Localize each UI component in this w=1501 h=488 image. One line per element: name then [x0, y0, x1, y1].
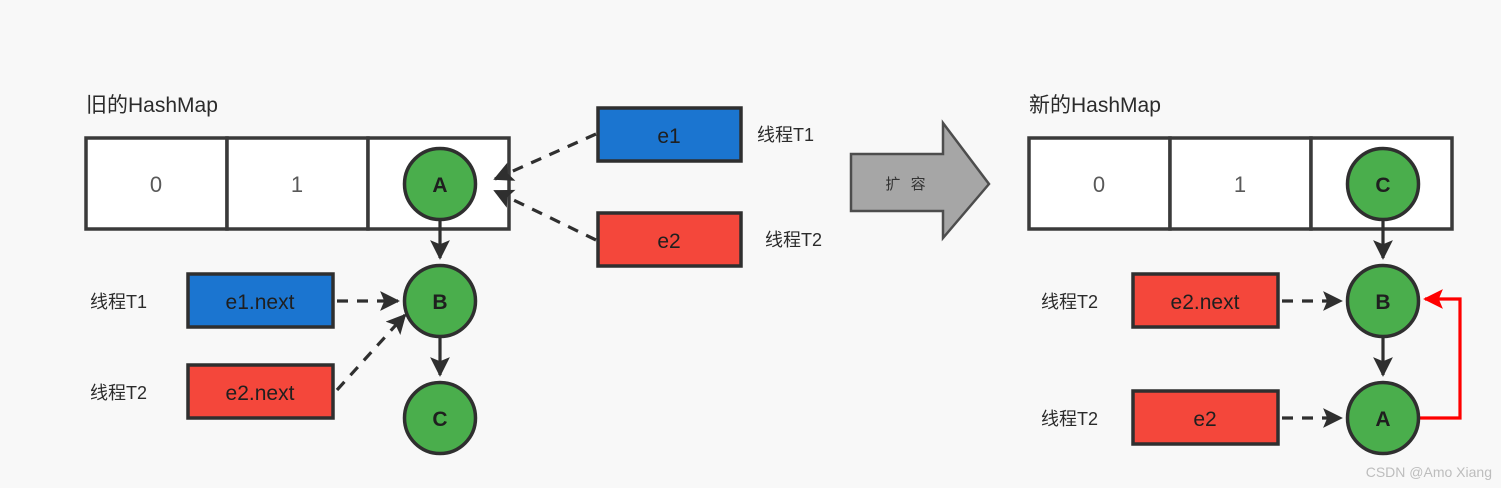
left-entry-box-e2[interactable]: e2: [596, 211, 743, 268]
right-next-box-e2-rect[interactable]: [1131, 389, 1280, 446]
left-next-box-e2-rect[interactable]: [186, 363, 335, 420]
right-table-cell-1-label: 1: [1234, 172, 1246, 197]
right-next-e2next-thread-label: 线程T2: [1041, 292, 1098, 312]
right-node-c-circle[interactable]: [1345, 146, 1421, 222]
left-entry-box-e2-rect[interactable]: [596, 211, 743, 268]
right-next-box-e2next[interactable]: e2.next: [1131, 272, 1280, 329]
right-node-a-label: A: [1375, 408, 1390, 431]
watermark: CSDN @Amo Xiang: [1366, 464, 1492, 480]
right-node-a-circle[interactable]: [1345, 380, 1421, 456]
left-entry-box-e1[interactable]: e1: [596, 106, 743, 163]
left-entry-box-e1-label: e1: [657, 125, 680, 148]
left-next-box-e1-label: e1.next: [226, 291, 295, 314]
right-next-box-e2[interactable]: e2: [1131, 389, 1280, 446]
left-next-box-e2[interactable]: e2.next: [186, 363, 335, 420]
resize-transition-label: 扩 容: [885, 176, 928, 193]
left-next-box-e1[interactable]: e1.next: [186, 272, 335, 329]
left-table-cell-0-label: 0: [150, 172, 162, 197]
left-next-box-e1-rect[interactable]: [186, 272, 335, 329]
left-node-b-circle[interactable]: [402, 263, 478, 339]
left-node-a-label: A: [432, 174, 447, 197]
right-arrow-icon: [849, 119, 991, 242]
right-next-box-e2next-label: e2.next: [1171, 291, 1240, 314]
left-dashed-e2next-to-b: [335, 313, 407, 392]
right-table-cell-1[interactable]: [1168, 136, 1313, 231]
left-node-b[interactable]: B: [402, 263, 478, 339]
right-node-a[interactable]: A: [1345, 380, 1421, 456]
left-next-e2-thread-label: 线程T2: [90, 383, 147, 403]
right-node-b-label: B: [1375, 291, 1390, 314]
left-next-box-e2-label: e2.next: [226, 382, 295, 405]
right-next-e2-thread-label: 线程T2: [1041, 409, 1098, 429]
right-next-box-e2-label: e2: [1193, 408, 1216, 431]
resize-transition-arrow: 扩 容: [849, 119, 991, 242]
right-node-b-circle[interactable]: [1345, 263, 1421, 339]
right-table-cell-0-label: 0: [1093, 172, 1105, 197]
left-entry-box-e1-rect[interactable]: [596, 106, 743, 163]
left-node-b-label: B: [432, 291, 447, 314]
left-node-a[interactable]: A: [402, 146, 478, 222]
right-table-cell-0[interactable]: [1027, 136, 1172, 231]
left-table-cell-1[interactable]: [225, 136, 370, 231]
left-table-cell-0[interactable]: [84, 136, 229, 231]
right-next-box-e2next-rect[interactable]: [1131, 272, 1280, 329]
left-next-e1-thread-label: 线程T1: [90, 292, 147, 312]
right-node-b[interactable]: B: [1345, 263, 1421, 339]
right-node-c[interactable]: C: [1345, 146, 1421, 222]
left-panel-title: 旧的HashMap: [86, 94, 218, 117]
left-table-cell-1-label: 1: [291, 172, 303, 197]
left-node-c-circle[interactable]: [402, 380, 478, 456]
left-node-a-circle[interactable]: [402, 146, 478, 222]
left-entry-e1-thread-label: 线程T1: [757, 125, 814, 145]
right-node-c-label: C: [1375, 174, 1390, 197]
left-node-c-label: C: [432, 408, 447, 431]
left-entry-e2-thread-label: 线程T2: [765, 230, 822, 250]
left-entry-box-e2-label: e2: [657, 230, 680, 253]
right-cycle-loop-arrow: [1419, 289, 1462, 420]
right-panel-title: 新的HashMap: [1029, 94, 1161, 117]
left-node-c[interactable]: C: [402, 380, 478, 456]
